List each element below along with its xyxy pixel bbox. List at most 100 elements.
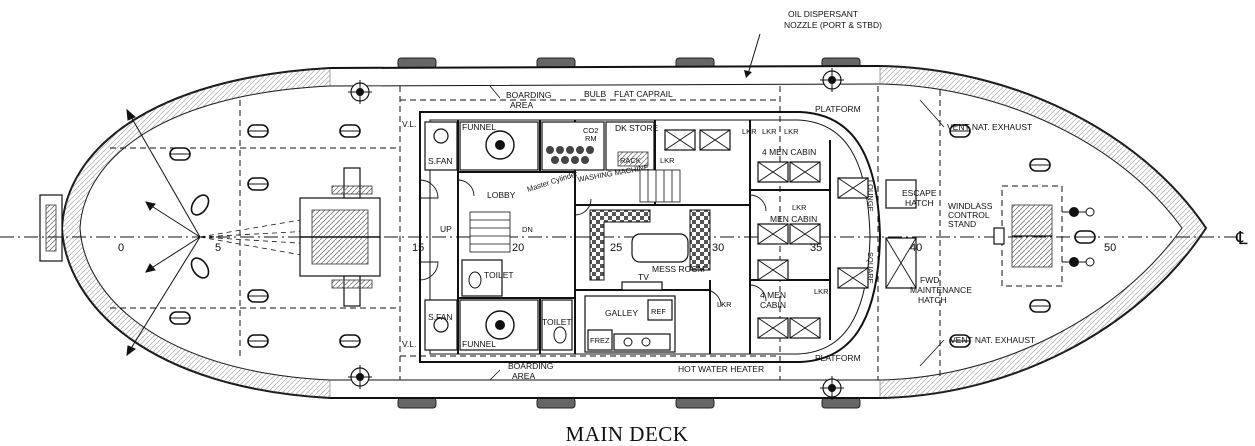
lkr-label-7: LKR <box>814 287 829 296</box>
stern-roller <box>45 204 57 252</box>
lounge-label: LOUNGE <box>866 180 875 212</box>
cabin-4men-bot-1: 4 MEN <box>760 290 786 300</box>
lkr-box-9 <box>789 317 821 339</box>
oil-dispersant-callout: OIL DISPERSANT NOZZLE (PORT & STBD) <box>744 9 882 78</box>
stern-arrows <box>126 108 201 357</box>
tv-stand <box>621 281 663 291</box>
area-top: AREA <box>510 100 533 110</box>
boarding-area-top: BOARDING <box>506 90 551 100</box>
galley-counter <box>613 333 671 351</box>
lkr-box-1 <box>664 129 696 151</box>
lkr-label-6: LKR <box>717 300 732 309</box>
mess-table <box>631 233 689 263</box>
lkr-box-5 <box>757 223 789 245</box>
co2-label-1: CO2 <box>583 126 598 135</box>
drawing-title: MAIN DECK <box>566 422 689 446</box>
sfan-top <box>424 121 458 171</box>
lkr-label-1: LKR <box>660 156 675 165</box>
stair-up <box>469 211 511 253</box>
toilet-1 <box>461 259 503 297</box>
stern-band <box>61 67 331 399</box>
stern-staple-top <box>190 194 210 216</box>
mess-room-label: MESS ROOM <box>652 264 705 274</box>
platform-top: PLATFORM <box>815 104 861 114</box>
lkr-box-4 <box>789 161 821 183</box>
ref <box>647 299 673 321</box>
lkr-box-2 <box>699 129 731 151</box>
galley-label: GALLEY <box>605 308 638 318</box>
area-bottom: AREA <box>512 371 535 381</box>
sfan-bottom <box>424 299 458 351</box>
fender-bot-3 <box>675 397 715 409</box>
towing-winch <box>299 167 381 307</box>
escape-hatch <box>885 179 917 209</box>
fender-bot-2 <box>536 397 576 409</box>
leader-lines <box>489 85 945 381</box>
callout-line-1: OIL DISPERSANT <box>788 9 858 19</box>
funnel-top <box>459 121 539 171</box>
stern-staple-bottom <box>190 257 210 279</box>
fender-bot-1 <box>397 397 437 409</box>
toilet-label-2: TOILET <box>542 317 572 327</box>
fender-bot-4 <box>821 397 861 409</box>
frame-number: 40 <box>910 242 922 254</box>
square-label: SQUARE <box>866 252 875 284</box>
mess-bench-2 <box>689 209 711 271</box>
stair-down <box>639 169 681 203</box>
vl-bottom: V.L. <box>402 339 416 349</box>
co2-label-2: RM <box>585 134 597 143</box>
tv-label: TV <box>638 272 649 282</box>
frez <box>587 329 613 351</box>
hot-water-heater-label: HOT WATER HEATER <box>678 364 764 374</box>
co2-bottles <box>546 146 594 164</box>
lkr-label-3: LKR <box>762 127 777 136</box>
bow-band <box>879 65 1207 399</box>
frame-number: 25 <box>610 242 622 254</box>
lkr-box-8 <box>757 317 789 339</box>
lkr-box-10 <box>837 177 869 199</box>
vent-exhaust-bottom: VENT NAT. EXHAUST <box>950 335 1035 345</box>
cabin-men-mid: MEN CABIN <box>770 214 817 224</box>
escape-hatch-label-1: ESCAPE <box>902 188 937 198</box>
cabin-4men-bot-2: CABIN <box>760 300 786 310</box>
lkr-box-6 <box>789 223 821 245</box>
frez-label: FREZ <box>590 336 610 345</box>
dk-store-label: DK STORE <box>615 123 659 133</box>
platform-bottom: PLATFORM <box>815 353 861 363</box>
lkr-box-11 <box>837 267 869 289</box>
toilet-label-1: TOILET <box>484 270 514 280</box>
windlass-label-2: CONTROL <box>948 210 990 220</box>
bulb-label: BULB <box>584 89 607 99</box>
lkr-label-4: LKR <box>784 127 799 136</box>
cabin-4men-top: 4 MEN CABIN <box>762 147 816 157</box>
funnel-top-label: FUNNEL <box>462 122 496 132</box>
frame-number: 15 <box>412 242 424 254</box>
fender-top-1 <box>397 57 437 69</box>
lobby-label: LOBBY <box>487 190 516 200</box>
frame-numbers: 0 5 15 20 25 30 35 40 50 <box>118 242 1116 254</box>
funnel-bottom-label: FUNNEL <box>462 339 496 349</box>
escape-hatch-label-2: HATCH <box>905 198 934 208</box>
rack-label: RACK <box>620 156 641 165</box>
callout-line-2: NOZZLE (PORT & STBD) <box>784 20 882 30</box>
mess-bench <box>589 209 651 281</box>
lkr-label-2: LKR <box>742 127 757 136</box>
deck-labels: BOARDING AREA BULB FLAT CAPRAIL PLATFORM… <box>402 89 1035 381</box>
windlass-label-3: STAND <box>948 219 976 229</box>
lkr-box-7 <box>757 259 789 281</box>
frame-number: 20 <box>512 242 524 254</box>
dn-label: DN <box>522 225 533 234</box>
windlass-label-1: WINDLASS <box>948 201 993 211</box>
sfan-bottom-label: S.FAN <box>428 312 453 322</box>
boarding-area-bottom: BOARDING <box>508 361 553 371</box>
frame-number: 0 <box>118 242 124 254</box>
maintenance-hatch-label-3: HATCH <box>918 295 947 305</box>
frame-number: 5 <box>215 242 221 254</box>
vent-exhaust-top: VENT NAT. EXHAUST <box>947 122 1032 132</box>
windlass <box>993 185 1095 287</box>
centerline-symbol: ℄ <box>1235 228 1248 249</box>
doors <box>419 179 767 307</box>
flat-caprail-label: FLAT CAPRAIL <box>614 89 673 99</box>
maintenance-hatch-label-1: FWD <box>920 275 939 285</box>
